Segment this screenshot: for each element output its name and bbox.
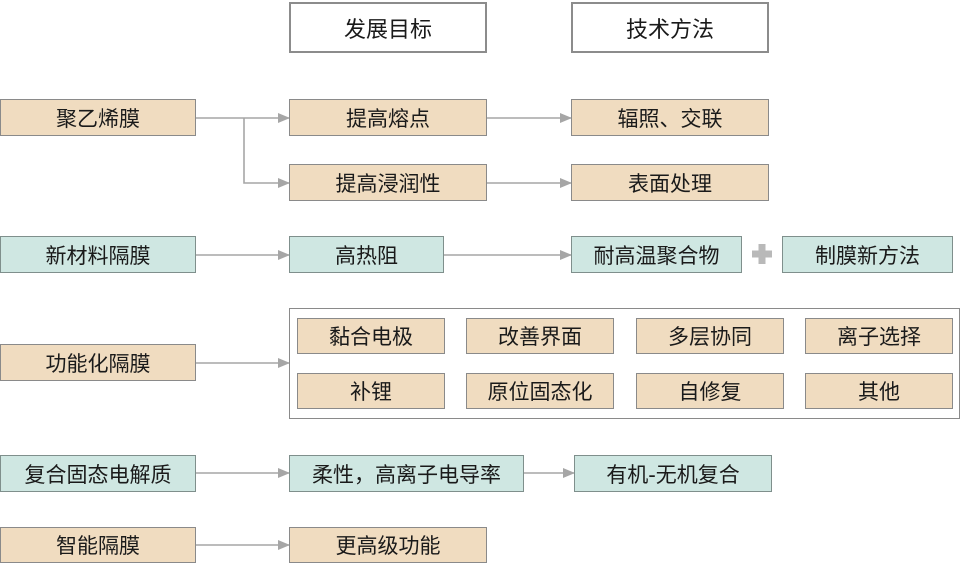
node-composite-solid-electrolyte: 复合固态电解质 xyxy=(0,455,196,492)
header-goal: 发展目标 xyxy=(289,2,487,53)
node-heat-resistant-polymer: 耐高温聚合物 xyxy=(571,236,742,273)
node-organic-inorganic-composite: 有机-无机复合 xyxy=(574,455,772,492)
node-new-membrane-method: 制膜新方法 xyxy=(782,236,953,273)
node-advanced-functions: 更高级功能 xyxy=(289,527,487,563)
header-method: 技术方法 xyxy=(571,2,769,53)
node-raise-wettability: 提高浸润性 xyxy=(289,164,487,201)
option-improve-interface: 改善界面 xyxy=(466,318,614,354)
node-raise-melting-point: 提高熔点 xyxy=(289,99,487,136)
arrow-pe-to-goal2 xyxy=(243,118,290,188)
option-adhesive-electrode: 黏合电极 xyxy=(297,318,445,354)
node-smart-separator: 智能隔膜 xyxy=(0,527,196,563)
option-ion-selection: 离子选择 xyxy=(805,318,953,354)
option-multilayer-synergy: 多层协同 xyxy=(636,318,784,354)
node-functional-separator: 功能化隔膜 xyxy=(0,344,196,381)
option-lithium-supplement: 补锂 xyxy=(297,373,445,409)
node-surface-treatment: 表面处理 xyxy=(571,164,769,201)
node-new-material-separator: 新材料隔膜 xyxy=(0,236,196,273)
node-high-heat-resistance: 高热阻 xyxy=(289,236,444,273)
node-irradiation-crosslink: 辐照、交联 xyxy=(571,99,769,136)
option-in-situ-solidification: 原位固态化 xyxy=(466,373,614,409)
node-flexible-high-conductivity: 柔性，高离子电导率 xyxy=(289,455,524,492)
node-polyethylene: 聚乙烯膜 xyxy=(0,99,196,136)
option-other: 其他 xyxy=(805,373,953,409)
plus-icon xyxy=(752,244,772,264)
option-self-healing: 自修复 xyxy=(636,373,784,409)
